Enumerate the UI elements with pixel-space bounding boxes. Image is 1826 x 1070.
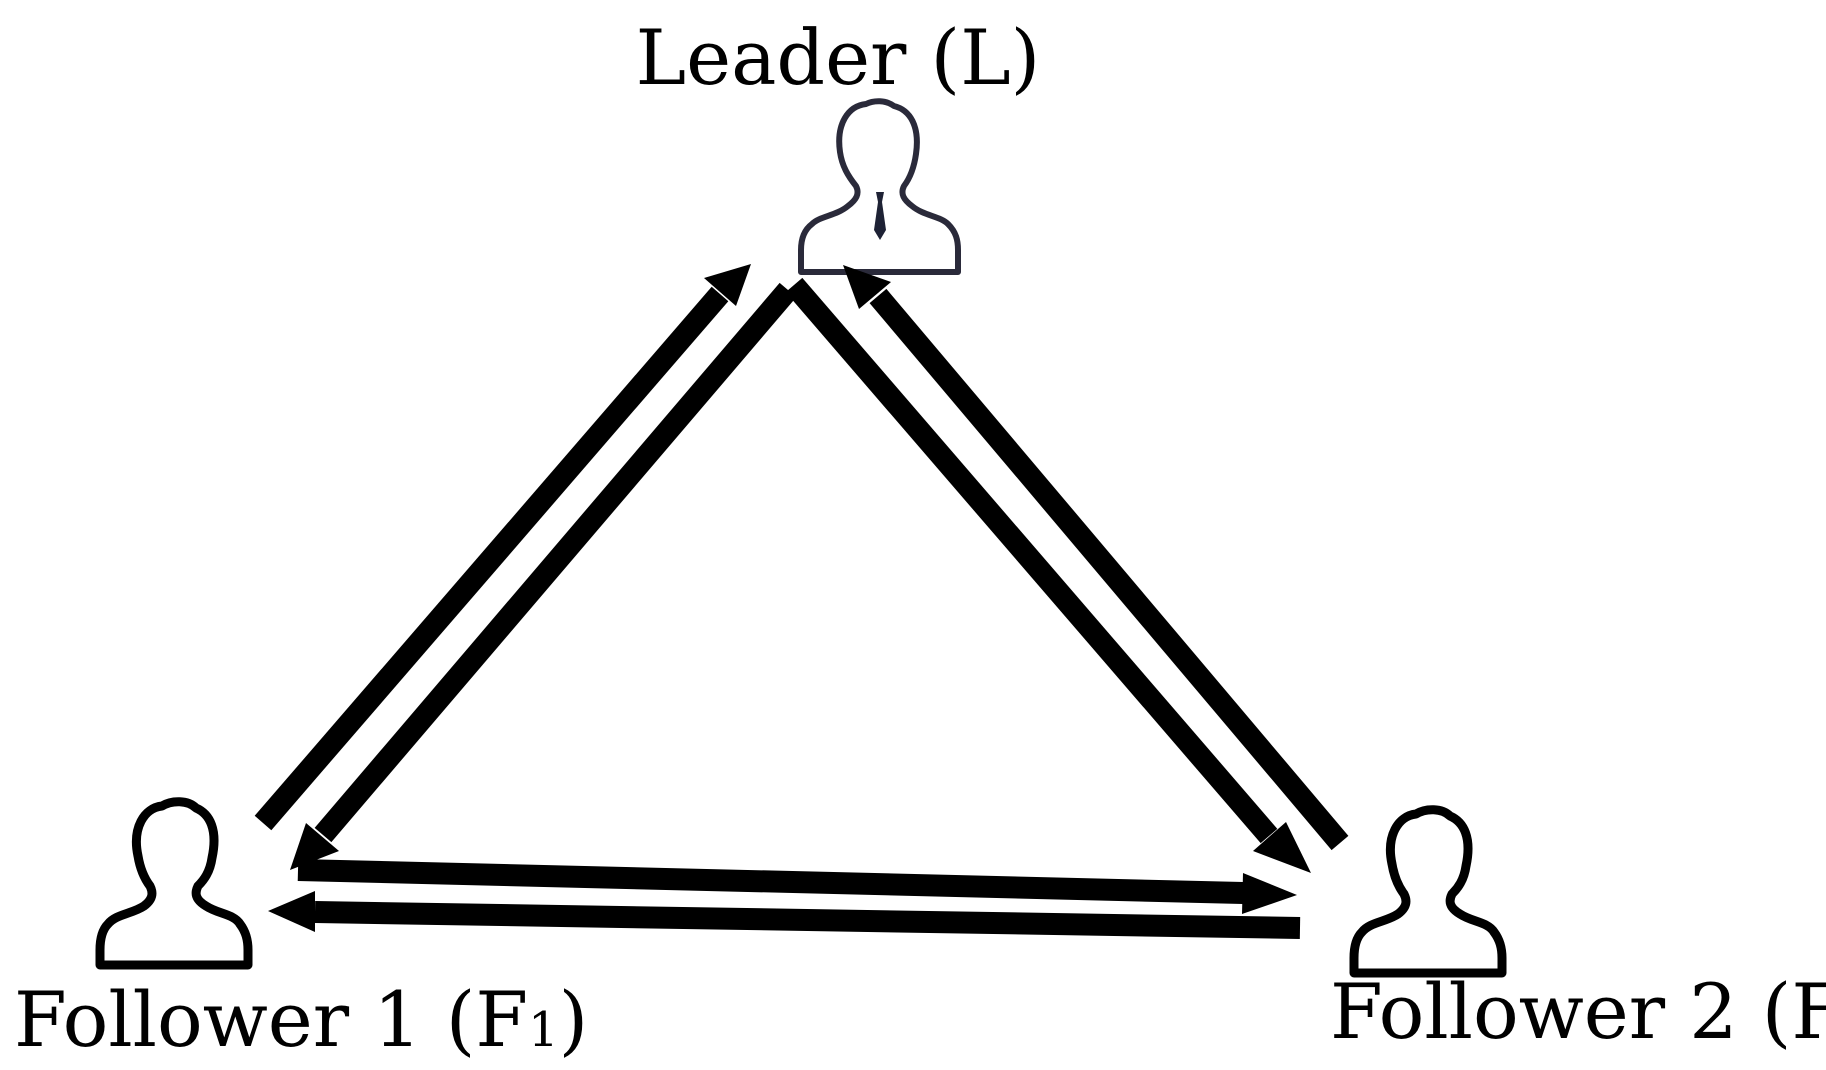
arrow-follower1-to-leader — [254, 264, 751, 831]
follower1-label-sub: 1 — [528, 1002, 559, 1058]
follower1-icon-outline — [95, 797, 253, 970]
arrow-follower2-to-follower1 — [268, 891, 1301, 939]
arrow-leader-to-follower2 — [785, 277, 1311, 873]
arrow-follower1-to-follower2 — [297, 859, 1297, 914]
arrow-head — [1242, 873, 1297, 914]
follower1-label-close: ) — [559, 975, 589, 1064]
arrow-shaft — [314, 901, 1301, 939]
arrow-head — [290, 823, 339, 870]
follower2-person-icon — [1349, 805, 1507, 978]
arrow-follower2-to-leader — [843, 265, 1349, 851]
follower1-person-icon — [95, 797, 253, 970]
arrow-shaft — [297, 859, 1244, 904]
arrow-shaft — [785, 277, 1278, 844]
leader-label: Leader (L) — [636, 13, 1041, 102]
follower2-icon-outline — [1349, 805, 1507, 978]
person-with-tie-icon — [798, 98, 961, 275]
follower1-label: Follower 1 (F1) — [14, 975, 588, 1064]
follower2-label: Follower 2 (F2) — [1330, 967, 1826, 1056]
arrow-shaft — [254, 286, 729, 831]
arrow-shaft — [869, 288, 1349, 851]
follower1-label-main: Follower 1 (F — [14, 975, 528, 1064]
arrow-head — [704, 264, 751, 306]
follower2-label-main: Follower 2 (F — [1330, 967, 1826, 1056]
arrow-leader-to-follower1 — [290, 282, 797, 870]
arrow-shaft — [314, 282, 797, 843]
tie-icon — [874, 192, 886, 240]
arrow-head — [1253, 822, 1311, 873]
arrow-head — [268, 891, 315, 932]
arrow-head — [843, 265, 891, 309]
leader-icon-outline — [798, 98, 961, 275]
